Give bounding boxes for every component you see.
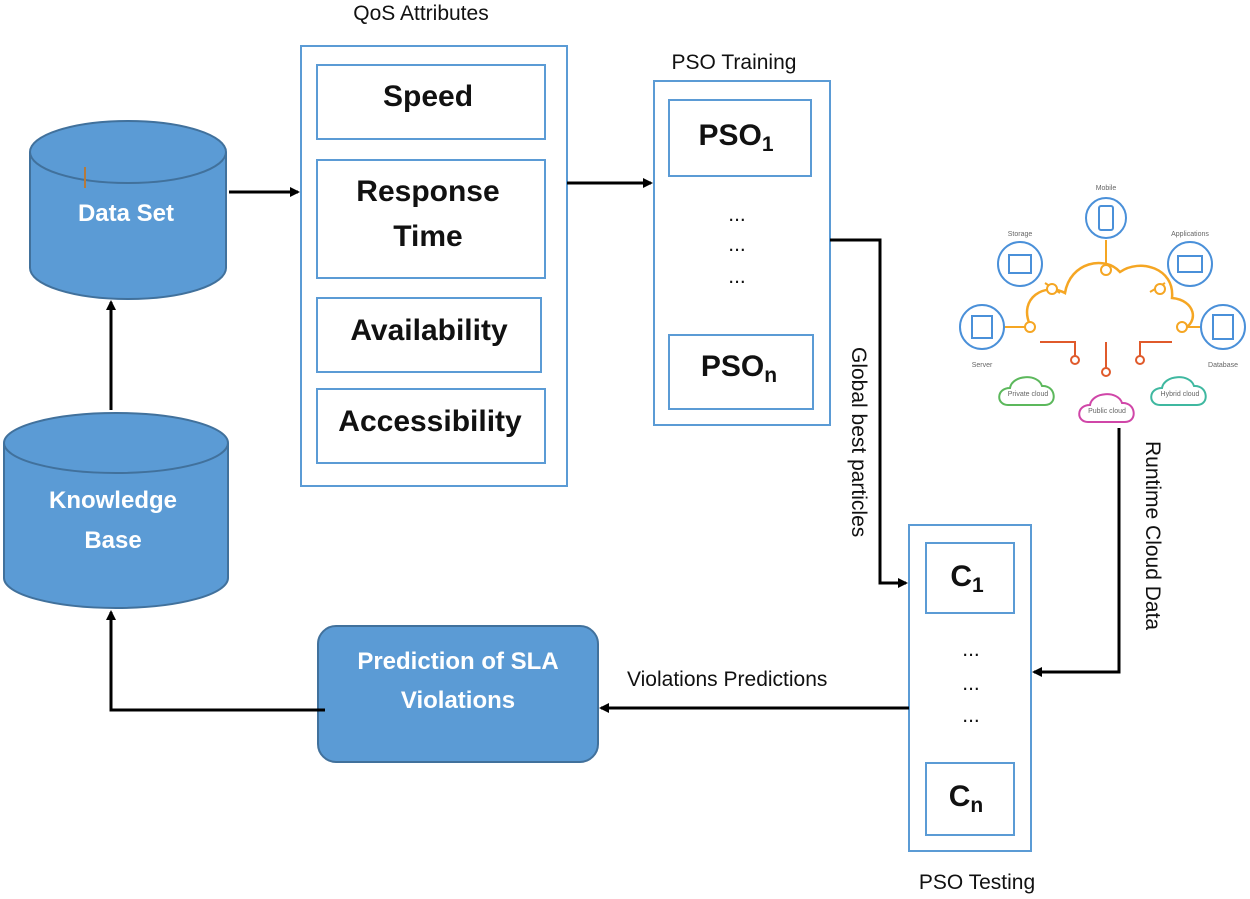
database-label: Database xyxy=(1208,362,1238,369)
pso-training-title: PSO Training xyxy=(672,51,797,74)
qos-response-line1: Response xyxy=(356,175,499,208)
c-n-box xyxy=(925,762,1015,836)
data-set-label: Data Set xyxy=(78,200,174,227)
public-cloud-label: Public cloud xyxy=(1088,408,1126,415)
pso-training-ellipsis-3: ... xyxy=(728,265,746,288)
private-cloud-label: Private cloud xyxy=(1008,391,1049,398)
pso-training-ellipsis-1: ... xyxy=(728,203,746,226)
runtime-cloud-label: Runtime Cloud Data xyxy=(1141,441,1164,630)
server-label: Server xyxy=(972,362,993,369)
storage-label: Storage xyxy=(1008,231,1033,238)
pso-testing-ellipsis-1: ... xyxy=(962,638,980,661)
c-n-label: Cn xyxy=(949,780,984,817)
knowledge-base-cylinder: Knowledge Base xyxy=(3,412,229,609)
pso-1-label: PSO1 xyxy=(698,119,773,156)
database-icon: Database xyxy=(1200,304,1246,369)
pso-testing-ellipsis-2: ... xyxy=(962,672,980,695)
pso-training-panel: PSO1 ... ... ... PSOn xyxy=(653,80,831,426)
prediction-label-line1: Prediction of SLA xyxy=(357,648,558,675)
pso-testing-panel: C1 ... ... ... Cn xyxy=(908,524,1032,852)
prediction-box: Prediction of SLA Violations xyxy=(317,625,599,763)
arrows xyxy=(106,178,1121,713)
knowledge-base-label-line1: Knowledge xyxy=(49,487,177,514)
qos-response-box xyxy=(316,159,546,279)
applications-icon: Applications xyxy=(1167,231,1213,287)
arrow-cloud-to-testing xyxy=(1032,428,1121,677)
qos-accessibility-box xyxy=(316,388,546,464)
qos-accessibility: Accessibility xyxy=(338,405,522,438)
storage-icon: Storage xyxy=(997,231,1043,287)
violations-predictions-label: Violations Predictions xyxy=(627,668,827,691)
public-cloud-icon: Public cloud xyxy=(1078,393,1135,423)
global-best-label: Global best particles xyxy=(847,347,870,537)
c-1-box xyxy=(925,542,1015,614)
private-cloud-icon: Private cloud xyxy=(998,376,1055,406)
qos-speed: Speed xyxy=(383,80,473,113)
pso-training-ellipsis-2: ... xyxy=(728,233,746,256)
qos-availability-box xyxy=(316,297,542,373)
pso-n-box xyxy=(668,334,814,410)
qos-speed-box xyxy=(316,64,546,140)
qos-availability: Availability xyxy=(350,314,508,347)
prediction-label-line2: Violations xyxy=(401,687,515,714)
qos-title: QoS Attributes xyxy=(353,2,488,25)
applications-label: Applications xyxy=(1171,231,1209,238)
qos-panel: Speed Response Time Availability Accessi… xyxy=(300,45,568,487)
pso-1-box xyxy=(668,99,812,177)
cloud-computing-illustration: Mobile Storage Applications Server Datab… xyxy=(959,185,1246,423)
pso-testing-ellipsis-3: ... xyxy=(962,704,980,727)
pso-n-label: PSOn xyxy=(701,350,777,387)
hybrid-cloud-icon: Hybrid cloud xyxy=(1150,376,1207,406)
hybrid-cloud-label: Hybrid cloud xyxy=(1161,391,1200,398)
data-set-cylinder: Data Set xyxy=(29,120,227,300)
c-1-label: C1 xyxy=(950,560,984,597)
server-icon: Server xyxy=(959,304,1005,369)
qos-response-line2: Time xyxy=(393,220,462,253)
arrow-prediction-to-kb xyxy=(106,610,325,712)
pso-testing-title: PSO Testing xyxy=(919,871,1035,894)
arrow-training-to-testing xyxy=(830,238,908,588)
knowledge-base-label-line2: Base xyxy=(84,527,141,554)
mobile-label: Mobile xyxy=(1096,185,1117,192)
cloud-outline-icon xyxy=(1025,261,1195,332)
mobile-icon: Mobile xyxy=(1085,185,1127,239)
